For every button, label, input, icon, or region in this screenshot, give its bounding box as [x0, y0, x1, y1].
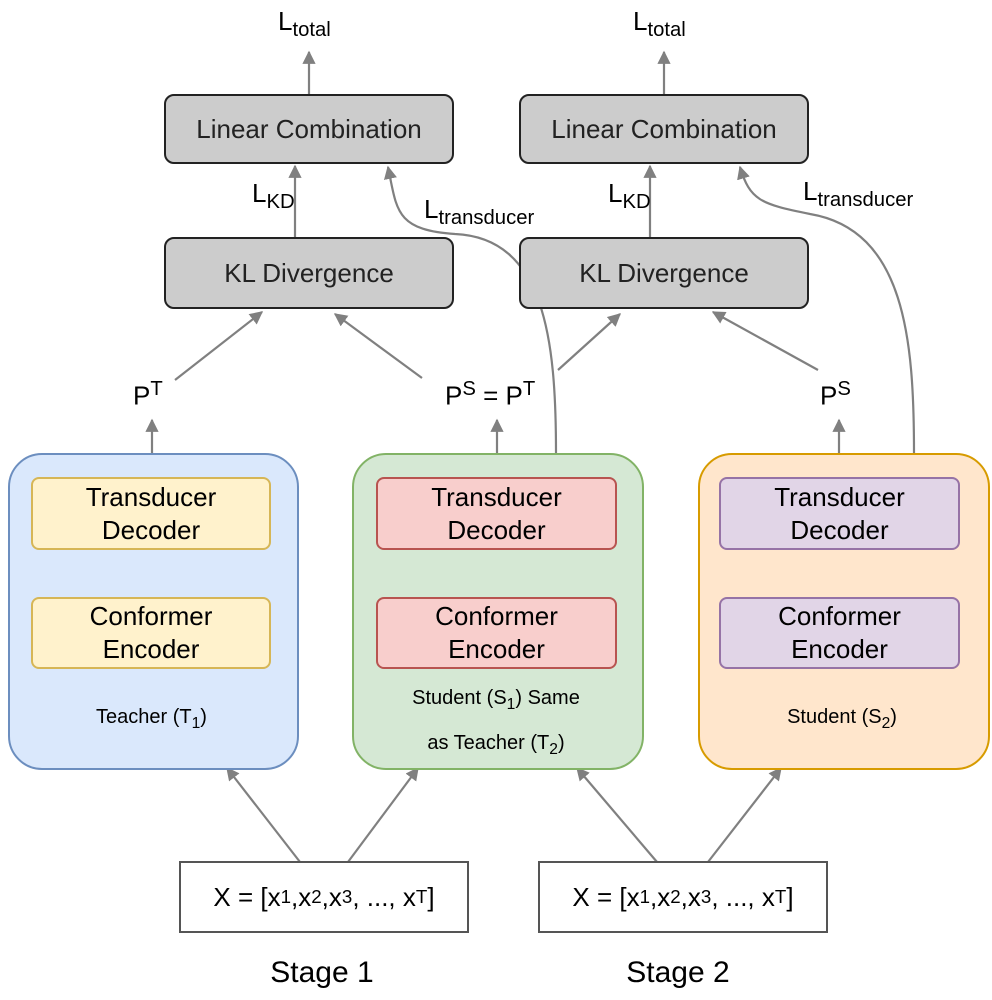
teacher-caption: Teacher (T1) [96, 706, 207, 732]
linear-combination-label-2: Linear Combination [551, 113, 777, 144]
kl-divergence-label-2: KL Divergence [579, 257, 749, 288]
ltotal-label-1: Ltotal [278, 6, 331, 42]
arrow-ps2-to-kl2 [711, 311, 819, 371]
ltransducer-label-1: Ltransducer [424, 194, 535, 230]
arrow-ps1-to-kl2 [557, 313, 621, 371]
stage-2-label: Stage 2 [626, 956, 730, 989]
arrow-x2-to-student1 [576, 766, 658, 863]
arrow-student1-ltransducer [383, 165, 558, 454]
kl-divergence-box-2: KL Divergence [519, 237, 809, 309]
lkd-label-2: LKD [608, 178, 651, 214]
ltransducer-label-2: Ltransducer [803, 176, 914, 212]
ltotal-label-2: Ltotal [633, 6, 686, 42]
kl-divergence-label-1: KL Divergence [224, 257, 394, 288]
student1-caption: Student (S1) Same as Teacher (T2) [412, 687, 580, 758]
arrow-x1-to-teacher [226, 766, 301, 863]
arrow-pt-to-kl1 [174, 311, 264, 381]
arrow-x1-to-student1 [347, 766, 419, 863]
linear-combination-box-2: Linear Combination [519, 94, 809, 164]
arrow-x2-to-student2 [707, 766, 782, 863]
arrow-student2-ltransducer [737, 165, 916, 454]
lkd-label-1: LKD [252, 178, 295, 214]
pt-label: PT [133, 378, 163, 411]
arrow-ps1-to-kl1 [333, 313, 423, 379]
linear-combination-box-1: Linear Combination [164, 94, 454, 164]
ps-equals-pt-label: PS = PT [445, 378, 536, 411]
linear-combination-label-1: Linear Combination [196, 113, 422, 144]
kl-divergence-box-1: KL Divergence [164, 237, 454, 309]
ps-label-2: PS [820, 378, 851, 411]
stage-1-label: Stage 1 [270, 956, 374, 989]
student2-caption: Student (S2) [787, 706, 897, 732]
